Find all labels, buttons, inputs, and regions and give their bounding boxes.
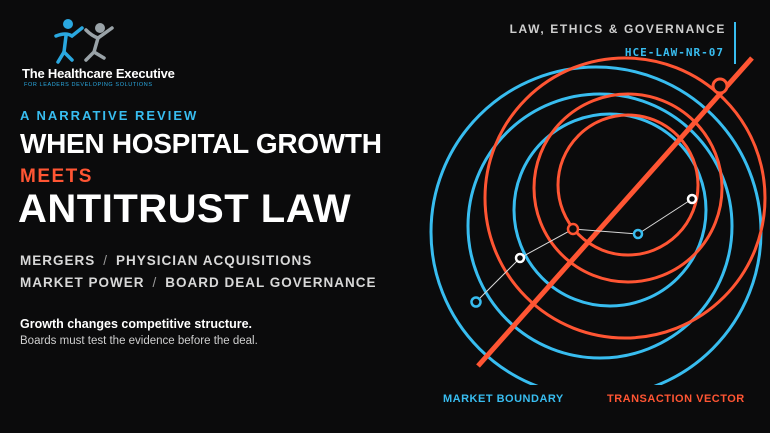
trend-point-2 [514,252,526,264]
topic-separator: / [152,275,158,290]
trend-point-3 [566,222,580,236]
topic-market-power: MARKET POWER [20,275,145,290]
market-circles-graphic [429,56,767,385]
trend-point-5 [686,193,698,205]
red-ring-outer [483,56,767,340]
transaction-vector-label: TRANSACTION VECTOR [607,393,745,405]
topics-row-1: MERGERS / PHYSICIAN ACQUISITIONS [20,253,312,268]
brand-tagline: FOR LEADERS DEVELOPING SOLUTIONS [24,82,153,88]
vertical-rule [734,22,736,64]
article-code: HCE-LAW-NR-07 [624,46,724,59]
blue-ring-middle [466,92,734,360]
red-ring-middle [532,92,724,284]
article-kicker: A NARRATIVE REVIEW [20,108,199,123]
topics-row-2: MARKET POWER / BOARD DEAL GOVERNANCE [20,275,377,290]
transaction-vector-line [476,56,754,368]
title-line-1: WHEN HOSPITAL GROWTH [20,128,382,159]
red-ring-inner [556,113,700,257]
trend-point-4 [632,228,644,240]
topic-separator: / [103,253,109,268]
blue-ring-inner [512,112,708,308]
title-line-3: ANTITRUST LAW [18,187,352,231]
title-line-2: MEETS [20,166,93,187]
two-figures-logo-icon [54,19,114,64]
section-label: LAW, ETHICS & GOVERNANCE [509,22,726,36]
topic-board-deal-governance: BOARD DEAL GOVERNANCE [165,275,377,290]
market-boundary-label: MARKET BOUNDARY [443,393,564,405]
topic-mergers: MERGERS [20,253,96,268]
vector-end-marker [711,77,729,95]
brand-name: The Healthcare Executive [22,66,175,81]
summary-regular: Boards must test the evidence before the… [20,335,258,347]
trend-point-1 [470,296,482,308]
summary-bold: Growth changes competitive structure. [20,317,252,331]
topic-physician-acquisitions: PHYSICIAN ACQUISITIONS [116,253,313,268]
